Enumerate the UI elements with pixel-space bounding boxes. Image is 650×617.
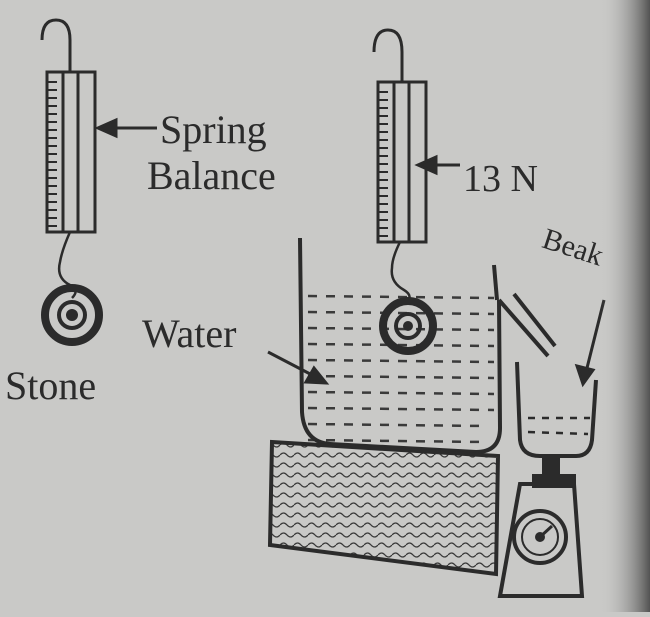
- water-dash: [307, 374, 495, 380]
- weighing-scale: [497, 454, 585, 598]
- scale-ticks-right: [379, 91, 388, 237]
- hook-top-right: [372, 28, 404, 82]
- water-dash: [307, 406, 495, 412]
- water-dashes: [307, 294, 495, 444]
- water-dash: [307, 358, 495, 364]
- label-arrow-water: [267, 350, 330, 385]
- water-dash: [307, 390, 495, 396]
- label-arrow-spring: [94, 117, 157, 139]
- hook-top-left: [40, 18, 72, 72]
- stone-water: [379, 297, 437, 355]
- water-dash: [307, 342, 495, 348]
- water-dash: [307, 438, 487, 444]
- water-dash: [307, 310, 495, 316]
- label-reading: 13 N: [463, 158, 538, 200]
- label-water: Water: [142, 311, 237, 356]
- balance-body-right: [376, 80, 428, 244]
- balance-body-left: [45, 70, 97, 234]
- spring-balance-water: [372, 28, 428, 305]
- spring-wire-right: [390, 241, 411, 305]
- water-dash: [307, 294, 495, 300]
- support-block: [267, 439, 501, 577]
- water-dash: [307, 422, 487, 428]
- label-stone: Stone: [5, 363, 97, 408]
- stone-air: [41, 284, 103, 346]
- label-arrow-13n: [414, 154, 460, 176]
- label-arrow-beaker: [574, 299, 606, 388]
- overflow-can: [298, 237, 557, 455]
- scale-ticks-left: [48, 81, 57, 227]
- label-spring: Spring: [160, 107, 267, 152]
- page-edge-shadow: [600, 0, 650, 612]
- water-dash: [307, 326, 495, 332]
- spring-balance-air: [40, 18, 97, 299]
- label-balance: Balance: [147, 153, 276, 198]
